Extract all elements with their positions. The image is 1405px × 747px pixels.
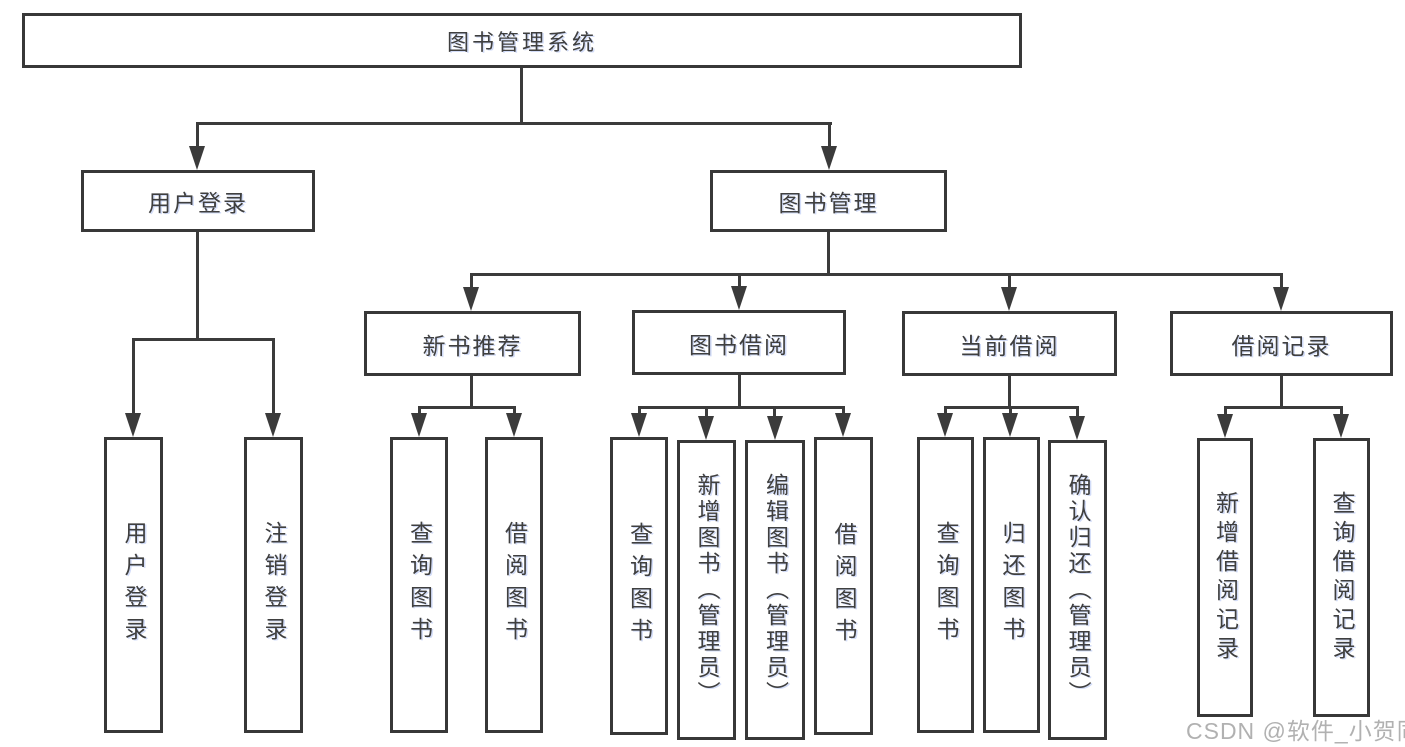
connector-borrow-split — [638, 406, 845, 409]
connector-current-stub3 — [1076, 406, 1079, 419]
leaf-query-books-recommend: 查询图书 — [390, 437, 448, 733]
arrow-down-icon — [1069, 416, 1085, 440]
connector-recommend-split — [418, 406, 516, 409]
connector-root-trunk — [520, 68, 523, 124]
arrow-down-icon — [821, 146, 837, 170]
node-new-book-recommend: 新书推荐 — [364, 311, 581, 376]
arrow-down-icon — [1217, 414, 1233, 438]
arrow-down-icon — [411, 413, 427, 437]
leaf-return-books: 归还图书 — [983, 437, 1040, 733]
arrow-down-icon — [1273, 287, 1289, 311]
arrow-down-icon — [1002, 413, 1018, 437]
connector-records-stub1 — [1224, 406, 1227, 416]
leaf-add-borrow-record: 新增借阅记录 — [1197, 438, 1253, 717]
leaf-edit-book-admin: 编辑图书（管理员） — [745, 440, 805, 740]
arrow-down-icon — [189, 146, 205, 170]
connector-userlogin-stub1 — [132, 338, 135, 416]
connector-bookmgmt-split — [470, 273, 1283, 276]
connector-borrow-stub1 — [638, 406, 641, 416]
node-current-borrow: 当前借阅 — [902, 311, 1117, 376]
leaf-borrow-books-recommend: 借阅图书 — [485, 437, 543, 733]
connector-userlogin-stub2 — [272, 338, 275, 416]
connector-recommend-stub1 — [418, 406, 421, 416]
connector-recommend-stub2 — [513, 406, 516, 416]
leaf-query-books-current: 查询图书 — [917, 437, 974, 733]
leaf-borrow-books: 借阅图书 — [814, 437, 873, 735]
leaf-logout: 注销登录 — [244, 437, 303, 733]
connector-l1-stub-left — [196, 122, 199, 150]
node-book-management: 图书管理 — [710, 170, 947, 232]
leaf-query-books-borrow: 查询图书 — [610, 437, 668, 735]
node-book-borrow: 图书借阅 — [632, 310, 846, 375]
connector-bookmgmt-stub4 — [1280, 273, 1283, 293]
leaf-user-login: 用户登录 — [104, 437, 163, 733]
connector-l1-split — [196, 122, 832, 125]
arrow-down-icon — [125, 413, 141, 437]
arrow-down-icon — [937, 413, 953, 437]
arrow-down-icon — [631, 413, 647, 437]
connector-current-stub2 — [1009, 406, 1012, 416]
arrow-down-icon — [835, 413, 851, 437]
csdn-watermark: CSDN @软件_小贺同学 — [1186, 718, 1405, 744]
leaf-confirm-return-admin: 确认归还（管理员） — [1048, 440, 1107, 740]
connector-l1-stub-right — [828, 122, 831, 150]
arrow-down-icon — [698, 416, 714, 440]
connector-current-stub1 — [944, 406, 947, 416]
connector-records-split — [1224, 406, 1343, 409]
connector-borrow-trunk — [738, 375, 741, 409]
arrow-down-icon — [1333, 414, 1349, 438]
connector-records-stub2 — [1340, 406, 1343, 416]
connector-borrow-stub3 — [773, 406, 776, 419]
connector-bookmgmt-trunk — [827, 232, 830, 276]
connector-borrow-stub2 — [705, 406, 708, 419]
connector-recommend-trunk — [470, 376, 473, 409]
connector-records-trunk — [1280, 376, 1283, 409]
leaf-add-book-admin: 新增图书（管理员） — [677, 440, 736, 740]
connector-bookmgmt-stub2 — [738, 273, 741, 293]
arrow-down-icon — [1001, 287, 1017, 311]
connector-bookmgmt-stub1 — [470, 273, 473, 293]
node-root-library-system: 图书管理系统 — [22, 13, 1022, 68]
arrow-down-icon — [463, 287, 479, 311]
node-user-login: 用户登录 — [81, 170, 315, 232]
connector-userlogin-split — [132, 338, 275, 341]
arrow-down-icon — [506, 413, 522, 437]
connector-userlogin-trunk — [196, 232, 199, 340]
connector-borrow-stub4 — [842, 406, 845, 416]
leaf-query-borrow-record: 查询借阅记录 — [1313, 438, 1370, 717]
connector-bookmgmt-stub3 — [1008, 273, 1011, 293]
arrow-down-icon — [265, 413, 281, 437]
arrow-down-icon — [731, 286, 747, 310]
arrow-down-icon — [767, 416, 783, 440]
connector-current-trunk — [1008, 376, 1011, 409]
node-borrow-records: 借阅记录 — [1170, 311, 1393, 376]
